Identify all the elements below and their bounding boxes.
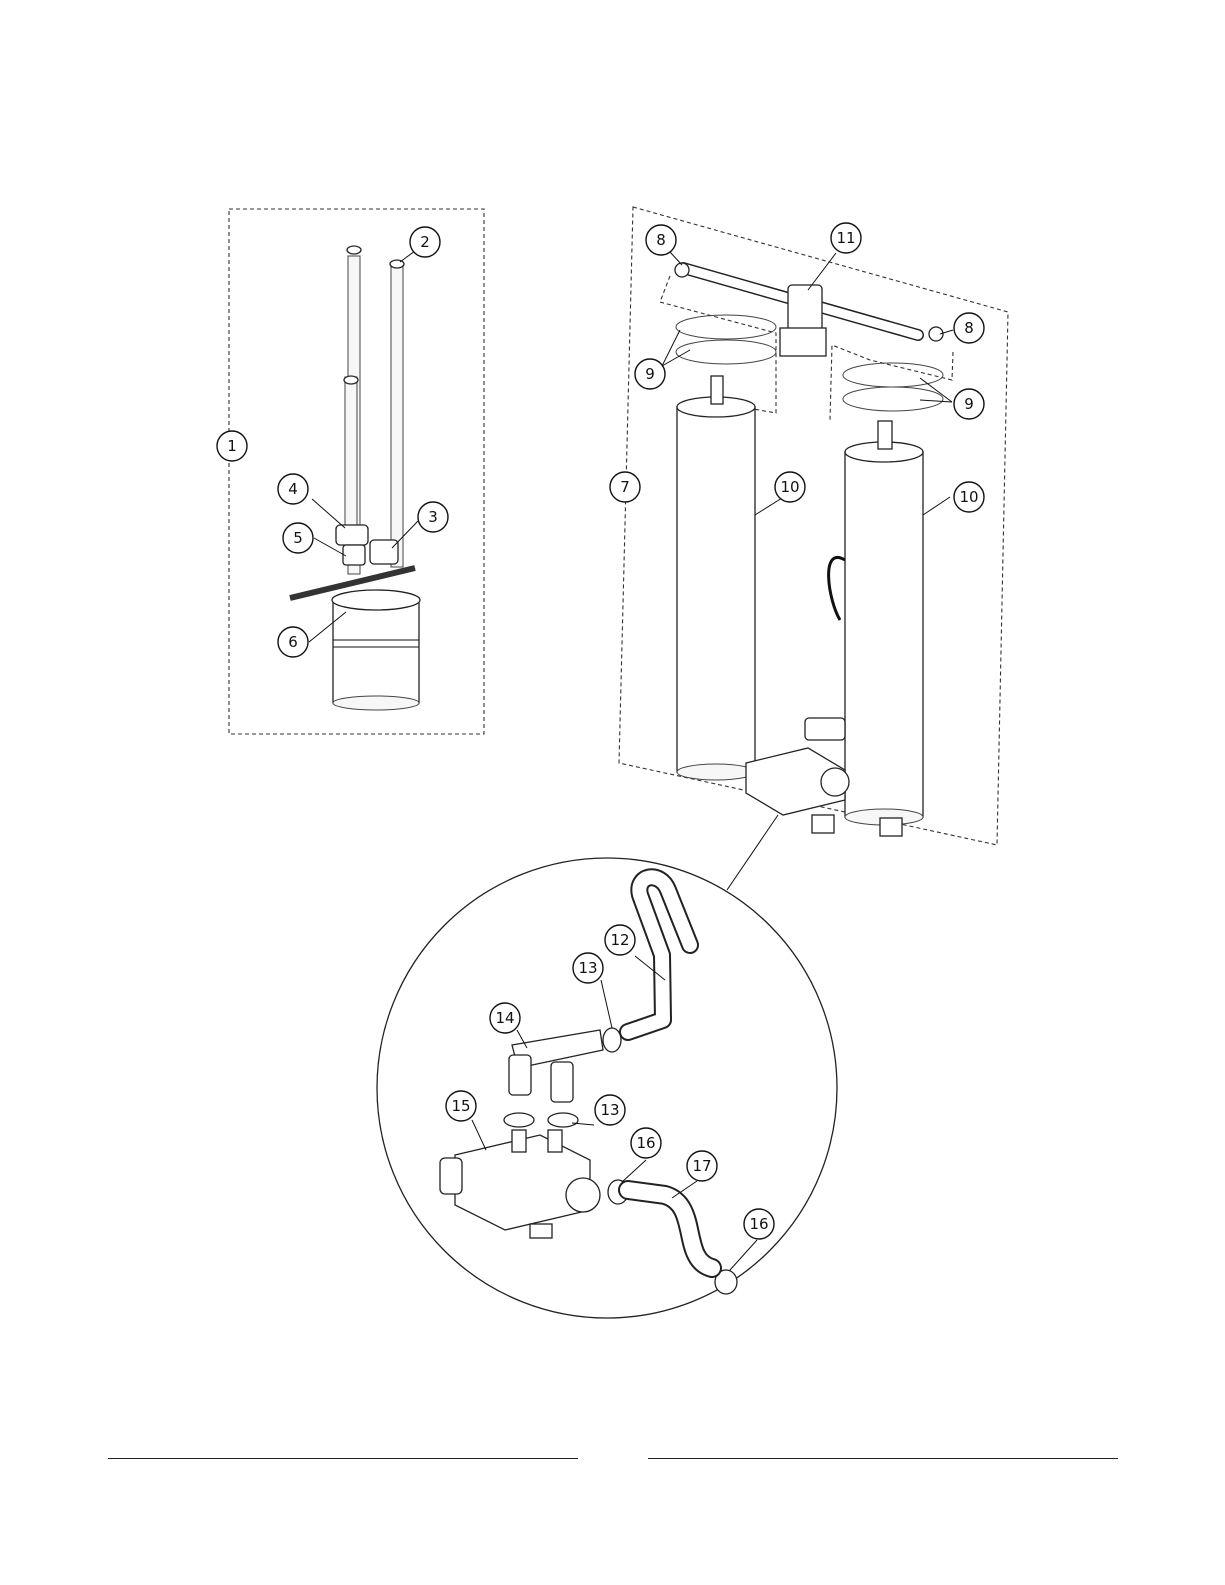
callout-13-lower: 13	[595, 1095, 625, 1125]
svg-text:10: 10	[780, 478, 799, 496]
callout-10-left: 10	[775, 472, 805, 502]
svg-text:7: 7	[620, 478, 630, 496]
callout-2: 2	[410, 227, 440, 257]
clamp-13-upper	[603, 1028, 621, 1052]
callout-8-left: 8	[646, 225, 676, 255]
svg-text:14: 14	[495, 1009, 514, 1027]
callout-4: 4	[278, 474, 308, 504]
svg-text:2: 2	[420, 233, 430, 251]
svg-text:9: 9	[964, 395, 974, 413]
callout-17: 17	[687, 1151, 717, 1181]
svg-text:11: 11	[836, 229, 855, 247]
svg-text:10: 10	[959, 488, 978, 506]
svg-text:1: 1	[227, 437, 237, 455]
sub-boundary-right	[830, 345, 953, 420]
callout-15: 15	[446, 1091, 476, 1121]
footer-rule-left	[108, 1458, 578, 1459]
assembly-1-group	[229, 209, 484, 734]
svg-text:15: 15	[451, 1097, 470, 1115]
callout-9-left: 9	[635, 359, 665, 389]
callout-14: 14	[490, 1003, 520, 1033]
svg-text:5: 5	[293, 529, 303, 547]
callout-5: 5	[283, 523, 313, 553]
callout-3: 3	[418, 502, 448, 532]
callout-6: 6	[278, 627, 308, 657]
callout-16-lower: 16	[744, 1209, 774, 1239]
callout-13-upper: 13	[573, 953, 603, 983]
svg-text:4: 4	[288, 480, 298, 498]
assembly-7-group	[619, 207, 1008, 845]
svg-text:3: 3	[428, 508, 438, 526]
callout-9-right: 9	[954, 389, 984, 419]
svg-text:17: 17	[692, 1157, 711, 1175]
svg-text:9: 9	[645, 365, 655, 383]
svg-text:8: 8	[964, 319, 974, 337]
svg-text:13: 13	[600, 1101, 619, 1119]
detail-view-circle	[377, 858, 837, 1318]
svg-text:8: 8	[656, 231, 666, 249]
svg-text:12: 12	[610, 931, 629, 949]
callout-7: 7	[610, 472, 640, 502]
callout-16-upper: 16	[631, 1128, 661, 1158]
callout-10-right: 10	[954, 482, 984, 512]
callout-8-right: 8	[954, 313, 984, 343]
detail-view-group	[377, 858, 837, 1318]
svg-text:6: 6	[288, 633, 298, 651]
top-manifold	[675, 263, 943, 356]
svg-text:16: 16	[749, 1215, 768, 1233]
callout-11: 11	[831, 223, 861, 253]
callout-1: 1	[217, 431, 247, 461]
svg-text:13: 13	[578, 959, 597, 977]
callout-12: 12	[605, 925, 635, 955]
canister	[332, 590, 420, 710]
sieve-column-left	[677, 376, 755, 780]
svg-text:16: 16	[636, 1134, 655, 1152]
detail-connector-line	[727, 815, 778, 890]
sieve-column-right	[829, 421, 923, 825]
footer-rule-right	[648, 1458, 1118, 1459]
